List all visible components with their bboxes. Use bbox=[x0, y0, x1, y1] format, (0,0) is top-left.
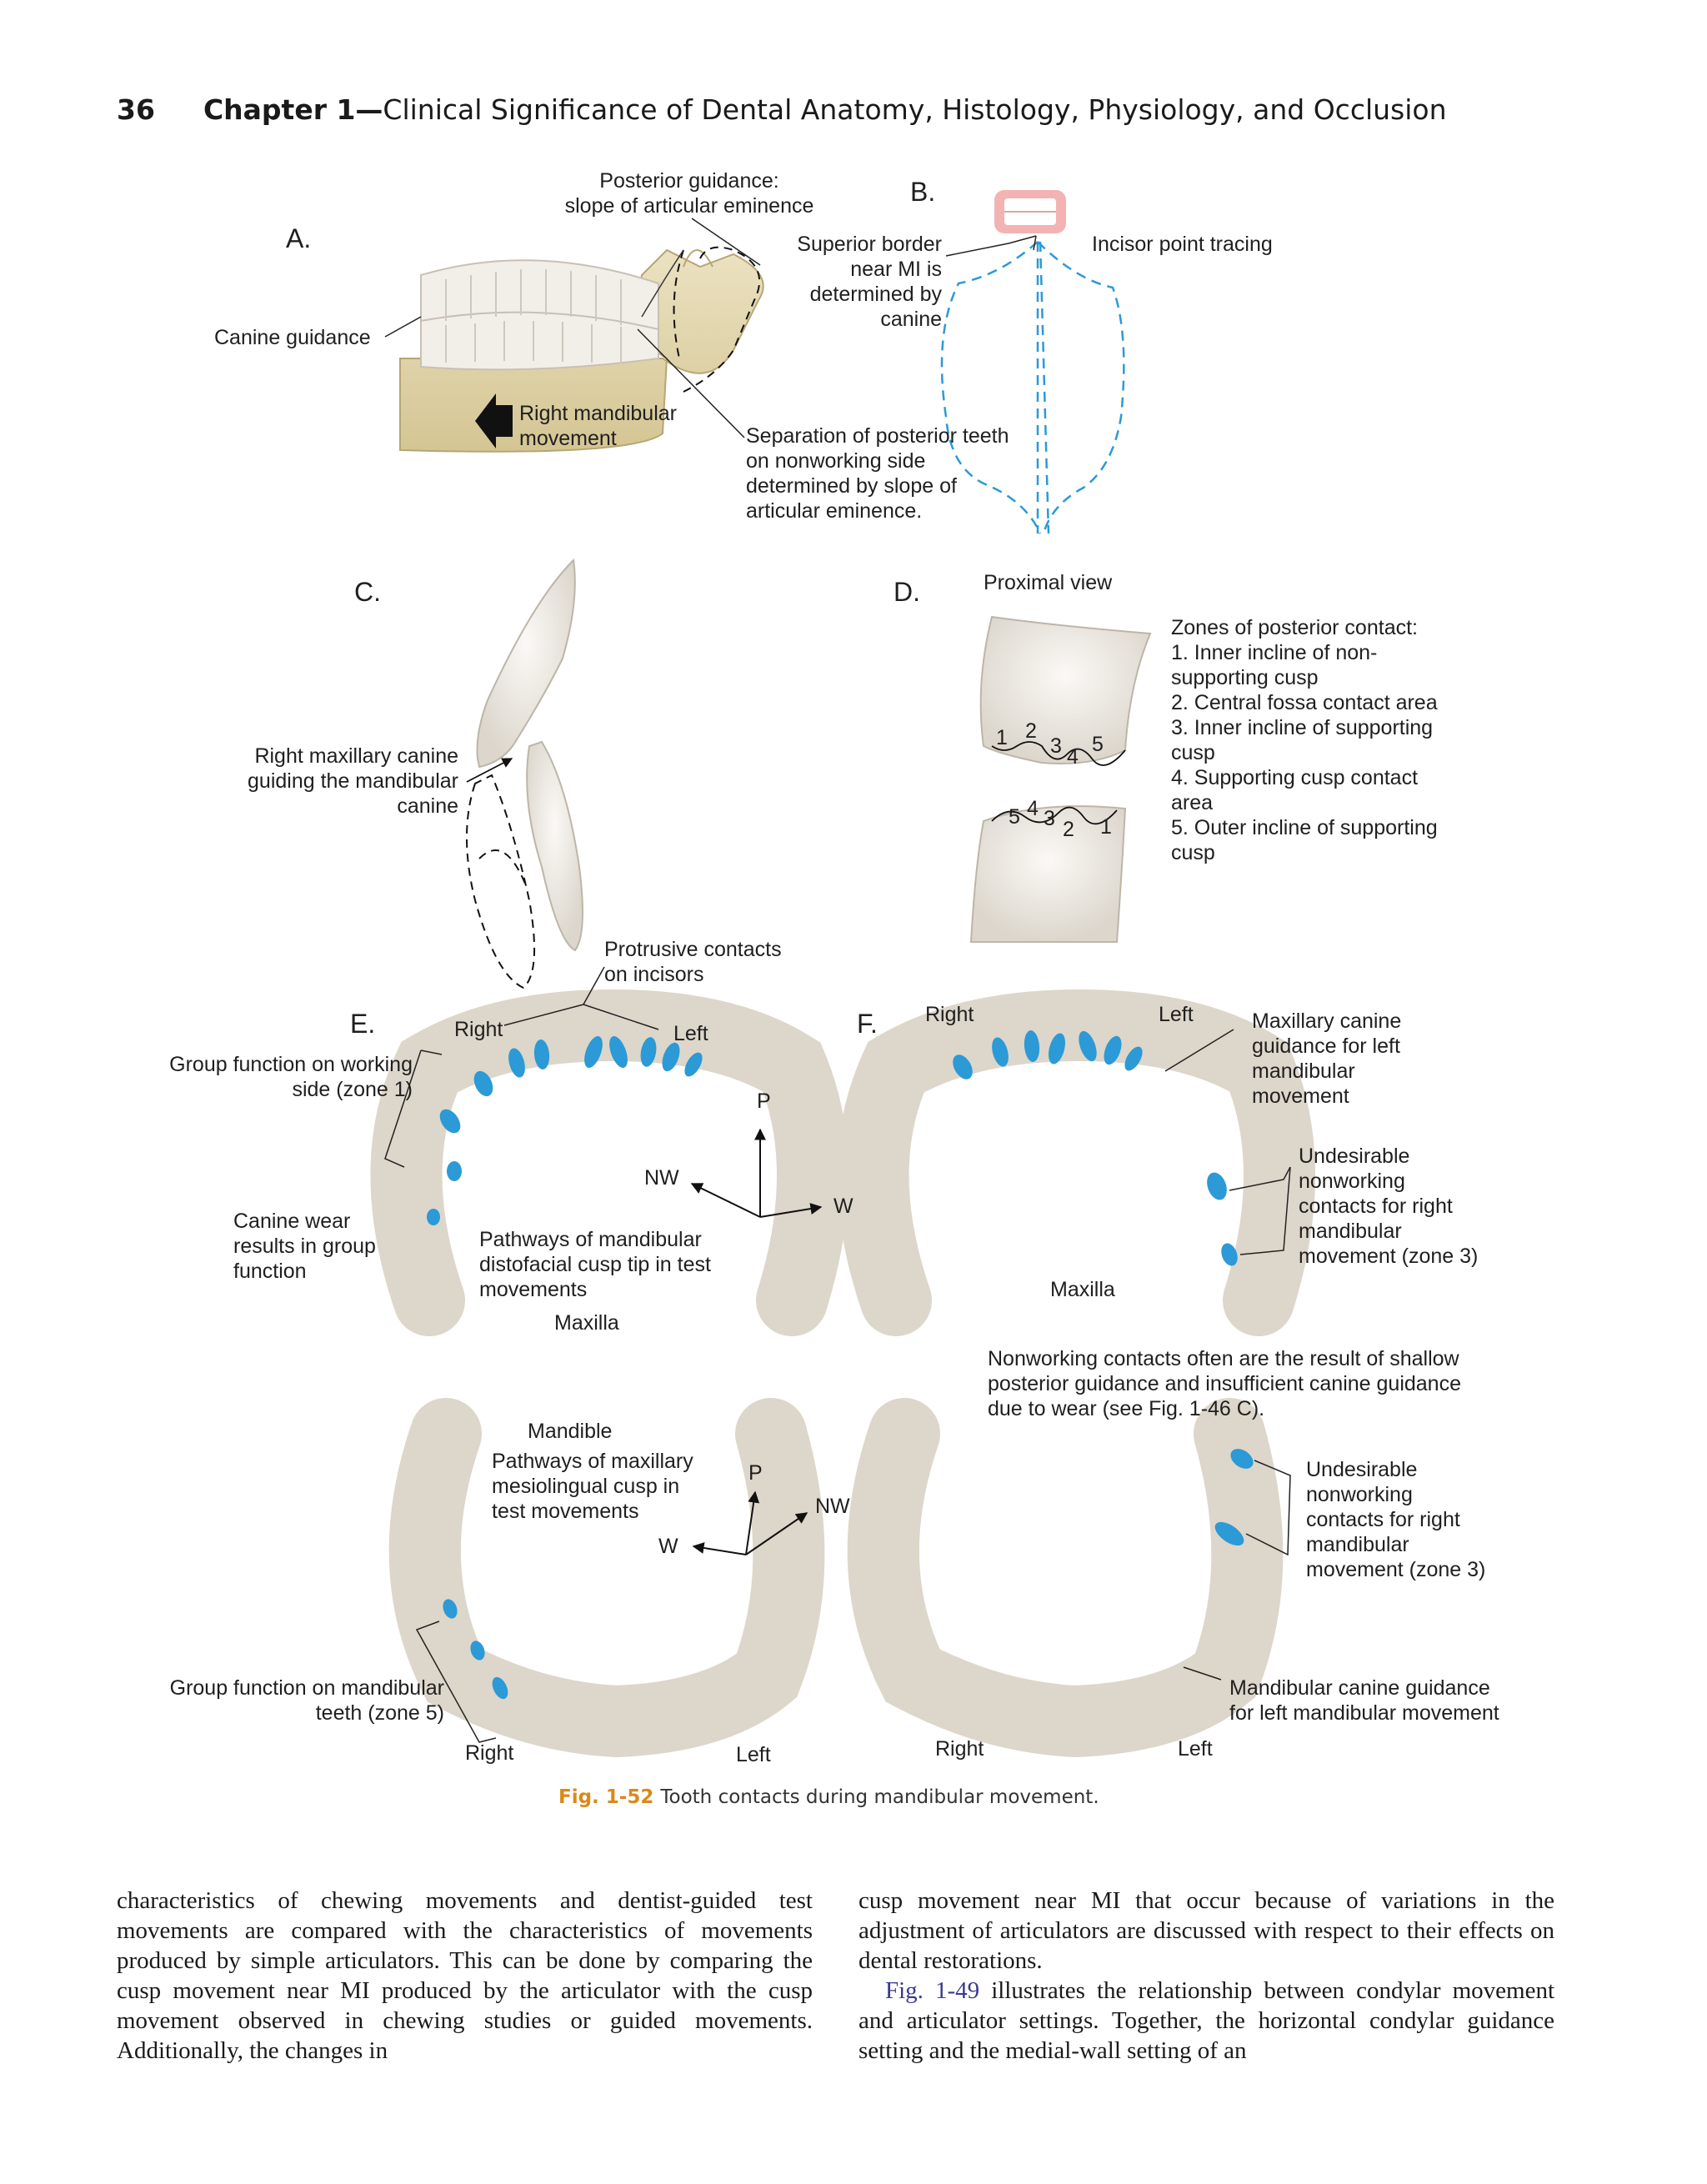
denture-icon bbox=[994, 190, 1066, 233]
canine-illustration bbox=[466, 558, 583, 989]
label-group-function-mandibular: Group function on mandibular teeth (zone… bbox=[169, 1676, 444, 1725]
zone-num-u5: 5 bbox=[1092, 733, 1104, 756]
contacts-mand-right bbox=[1214, 1449, 1254, 1546]
label-f-right: Right bbox=[925, 1003, 974, 1026]
label-pathways-mandibular: Pathways of mandibular distofacial cusp … bbox=[479, 1228, 711, 1301]
page-number: 36 bbox=[117, 93, 155, 126]
label-right-mandibular-movement: Right mandibular movement bbox=[519, 402, 677, 450]
label-mandible: Mandible bbox=[528, 1420, 613, 1443]
figure-1-52: A. B. C. D. E. F. Posterior guidance: sl… bbox=[169, 169, 1499, 1766]
jaw-illustration bbox=[399, 246, 764, 453]
leaders-f bbox=[1164, 1029, 1291, 1255]
zones-list: Zones of posterior contact: 1. Inner inc… bbox=[1171, 616, 1438, 864]
arrows-mand-left bbox=[692, 1490, 808, 1555]
mandibular-arch-left bbox=[388, 1398, 825, 1758]
maxillary-arch-f bbox=[837, 989, 1315, 1336]
proximal-teeth-illustration bbox=[969, 615, 1152, 943]
zone-num-l3: 3 bbox=[1044, 807, 1055, 830]
label-proximal-view: Proximal view bbox=[984, 571, 1113, 594]
panel-label-c: C. bbox=[354, 577, 381, 607]
zone-num-u4: 4 bbox=[1067, 745, 1079, 769]
panel-label-d: D. bbox=[894, 577, 920, 607]
label-maxilla-e: Maxilla bbox=[554, 1311, 619, 1335]
zone-num-u3: 3 bbox=[1050, 734, 1062, 758]
label-mand-left: Left bbox=[736, 1743, 771, 1766]
label-maxillary-canine-guidance: Maxillary canine guidance for left mandi… bbox=[1252, 1009, 1402, 1108]
caption-number: Fig. 1-52 bbox=[558, 1786, 654, 1808]
label-separation: Separation of posterior teeth on nonwork… bbox=[746, 424, 1009, 523]
panel-b-leaders bbox=[945, 235, 1037, 257]
running-head: 36 Chapter 1—Clinical Significance of Den… bbox=[117, 93, 1447, 126]
zone-num-l4: 4 bbox=[1027, 797, 1039, 820]
contacts-e bbox=[427, 1035, 703, 1225]
contacts-mand-left bbox=[443, 1599, 508, 1700]
zone-num-l2: 2 bbox=[1063, 818, 1074, 841]
label-e-nw: NW bbox=[644, 1166, 679, 1190]
zone-num-l1: 1 bbox=[1100, 815, 1112, 839]
label-e-right: Right bbox=[454, 1018, 503, 1041]
label-f-left: Left bbox=[1159, 1003, 1194, 1026]
panel-label-a: A. bbox=[286, 223, 312, 253]
zone-num-l5: 5 bbox=[1009, 805, 1020, 829]
label-mand-nw: NW bbox=[815, 1495, 850, 1518]
label-e-left: Left bbox=[673, 1022, 708, 1045]
caption-text: Tooth contacts during mandibular movemen… bbox=[660, 1786, 1099, 1808]
label-mand-p: P bbox=[748, 1461, 763, 1485]
label-undesirable-mand: Undesirable nonworking contacts for righ… bbox=[1306, 1458, 1486, 1581]
label-group-function-working: Group function on working side (zone 1) bbox=[169, 1053, 413, 1101]
chapter-title: Clinical Significance of Dental Anatomy,… bbox=[383, 93, 1447, 126]
label-pathways-maxillary: Pathways of maxillary mesiolingual cusp … bbox=[492, 1450, 693, 1523]
contacts-f bbox=[953, 1030, 1238, 1266]
figure-illustration bbox=[370, 190, 1315, 1758]
panel-a-leaders bbox=[384, 218, 761, 438]
panel-label-f: F. bbox=[857, 1009, 878, 1039]
label-mand-right: Right bbox=[465, 1741, 514, 1765]
body-column-left: characteristics of chewing movements and… bbox=[117, 1887, 813, 2064]
label-canine-wear: Canine wear results in group function bbox=[233, 1210, 376, 1283]
zone-num-u1: 1 bbox=[996, 726, 1008, 749]
figure-reference-link[interactable]: Fig. 1-49 bbox=[885, 1977, 980, 2004]
body-col2-b: illustrates the relationship between con… bbox=[859, 1977, 1554, 2064]
label-maxilla-f: Maxilla bbox=[1050, 1278, 1115, 1301]
body-col2-a: cusp movement near MI that occur because… bbox=[859, 1887, 1554, 1974]
panel-label-e: E. bbox=[350, 1009, 376, 1039]
leaders-e bbox=[384, 966, 659, 1168]
panel-label-b: B. bbox=[910, 177, 936, 207]
label-mandibular-canine-guidance: Mandibular canine guidance for left mand… bbox=[1229, 1676, 1499, 1725]
label-protrusive-contacts: Protrusive contacts on incisors bbox=[604, 938, 782, 986]
label-mand-r-right: Right bbox=[935, 1737, 984, 1761]
arrows-e bbox=[690, 1128, 823, 1218]
chapter-label: Chapter 1— bbox=[203, 93, 383, 126]
leaders-mand-right bbox=[1183, 1460, 1291, 1681]
maxillary-arch-e bbox=[370, 989, 848, 1336]
label-undesirable-f: Undesirable nonworking contacts for righ… bbox=[1299, 1145, 1479, 1268]
label-e-w: W bbox=[833, 1195, 854, 1218]
label-right-maxillary-canine: Right maxillary canine guiding the mandi… bbox=[248, 744, 458, 818]
label-posterior-guidance: Posterior guidance: slope of articular e… bbox=[564, 169, 814, 218]
body-column-right: cusp movement near MI that occur because… bbox=[859, 1886, 1554, 2066]
label-mand-r-left: Left bbox=[1178, 1737, 1213, 1761]
label-superior-border: Superior border near MI is determined by… bbox=[797, 233, 942, 331]
incisor-point-tracing bbox=[940, 241, 1125, 534]
leaders-mand-left bbox=[415, 1620, 497, 1743]
label-e-p: P bbox=[757, 1089, 771, 1113]
zone-num-u2: 2 bbox=[1025, 719, 1037, 743]
label-canine-guidance: Canine guidance bbox=[214, 326, 371, 349]
label-mand-w: W bbox=[658, 1535, 678, 1558]
label-nonworking-note: Nonworking contacts often are the result… bbox=[988, 1347, 1461, 1420]
figure-caption: Fig. 1-52 Tooth contacts during mandibula… bbox=[558, 1786, 1099, 1808]
mandibular-arch-right bbox=[847, 1398, 1284, 1758]
label-incisor-tracing: Incisor point tracing bbox=[1092, 233, 1273, 256]
